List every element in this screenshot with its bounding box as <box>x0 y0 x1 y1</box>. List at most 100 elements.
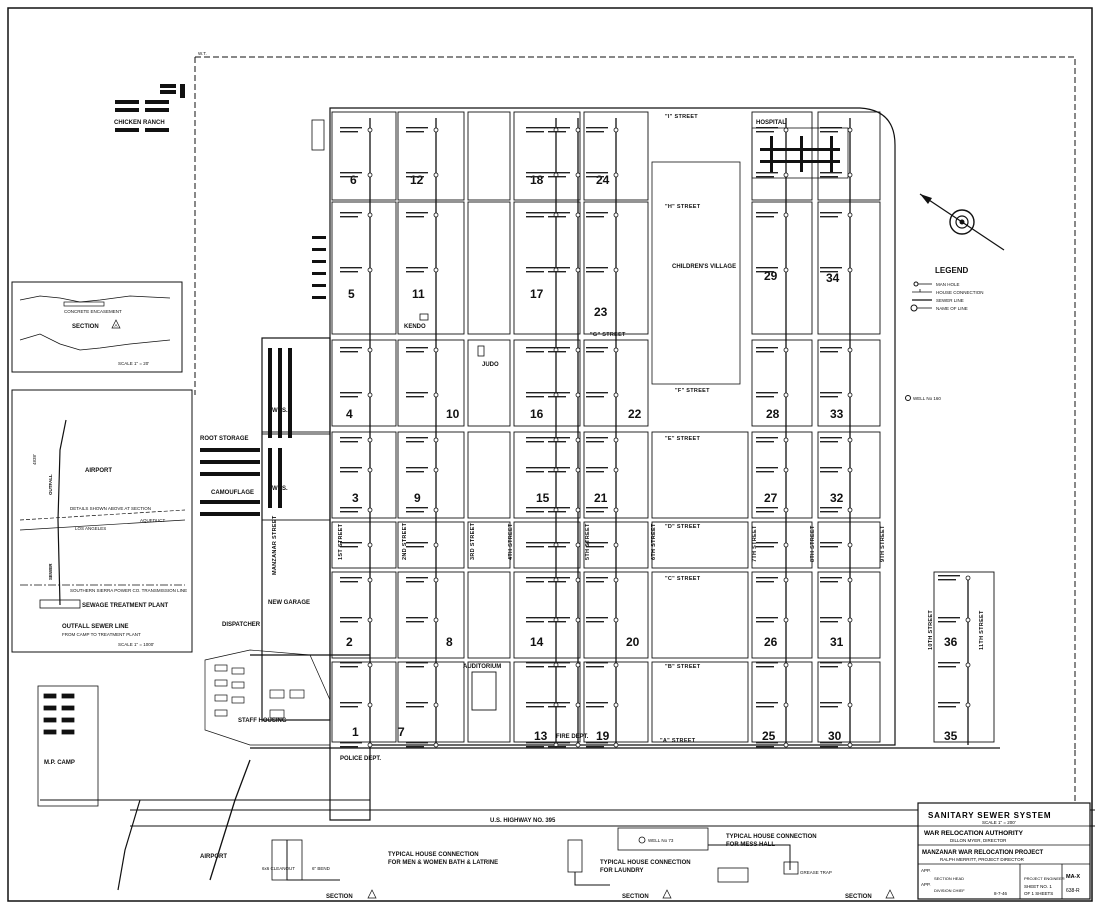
city-block <box>397 661 465 743</box>
station-annotation <box>406 441 424 443</box>
f-street-label: "F" STREET <box>675 388 710 394</box>
city-block <box>513 431 581 519</box>
station-annotation <box>548 216 566 218</box>
manhole-icon <box>783 702 789 708</box>
city-block <box>513 571 581 659</box>
station-annotation <box>406 437 428 439</box>
manhole-icon <box>783 507 789 513</box>
station-annotation <box>586 702 608 704</box>
station-annotation <box>586 127 608 129</box>
station-annotation <box>340 577 362 579</box>
station-annotation <box>406 621 424 623</box>
wt-marker: W.T. <box>198 51 207 56</box>
childrens-village-label: CHILDREN'S VILLAGE <box>672 264 736 270</box>
manhole-icon <box>433 467 439 473</box>
manhole-icon <box>433 577 439 583</box>
manhole-icon <box>575 467 581 473</box>
city-block <box>817 201 881 335</box>
station-annotation <box>406 542 428 544</box>
manhole-icon <box>613 507 619 513</box>
station-annotation <box>406 131 424 133</box>
manhole-icon <box>367 577 373 583</box>
title-project-director: RALPH MERRITT, PROJECT DIRECTOR <box>940 857 1025 862</box>
station-annotation <box>820 271 838 273</box>
property-boundary <box>194 56 1076 820</box>
station-annotation <box>548 172 570 174</box>
station-annotation <box>586 441 604 443</box>
block-number-31: 31 <box>830 635 844 649</box>
station-annotation <box>586 437 608 439</box>
station-annotation <box>340 542 362 544</box>
h-street-label: "H" STREET <box>665 204 701 210</box>
station-annotation <box>526 216 544 218</box>
station-annotation <box>340 396 358 398</box>
inset-caption-2: FROM CAMP TO TREATMENT PLANT <box>62 632 141 637</box>
block-number-27: 27 <box>764 491 778 505</box>
manhole-icon <box>847 212 853 218</box>
outfall-south <box>117 799 141 891</box>
block-number-26: 26 <box>764 635 778 649</box>
station-annotation <box>756 437 778 439</box>
block-number-14: 14 <box>530 635 544 649</box>
station-annotation <box>756 546 774 548</box>
station-annotation <box>586 471 604 473</box>
mess-grease-trap: GREASE TRAP <box>800 870 832 875</box>
manhole-icon <box>433 172 439 178</box>
station-annotation <box>820 131 838 133</box>
station-annotation <box>820 546 838 548</box>
block-number-10: 10 <box>446 407 460 421</box>
manhole-icon <box>575 392 581 398</box>
block-number-21: 21 <box>594 491 608 505</box>
dispatcher-label: DISPATCHER <box>222 622 261 628</box>
station-annotation <box>586 467 608 469</box>
manhole-icon <box>575 577 581 583</box>
station-annotation <box>820 706 838 708</box>
manhole-icon <box>367 212 373 218</box>
city-block <box>331 111 397 201</box>
station-annotation <box>756 467 778 469</box>
station-annotation <box>526 702 548 704</box>
block-number-15: 15 <box>536 491 550 505</box>
station-annotation <box>548 396 566 398</box>
city-block <box>331 521 397 569</box>
station-annotation <box>756 441 774 443</box>
station-annotation <box>340 581 358 583</box>
airport-label: AIRPORT <box>200 854 227 860</box>
hospital: HOSPITAL <box>751 120 849 179</box>
inset-section-scale: SCALE 1" = 20' <box>118 361 149 366</box>
city-block <box>817 111 881 201</box>
station-annotation <box>340 706 358 708</box>
manhole-icon <box>847 662 853 668</box>
camouflage-label: CAMOUFLAGE <box>211 490 254 496</box>
station-annotation <box>526 131 544 133</box>
second-street-label: 2ND STREET <box>402 522 408 560</box>
station-annotation <box>406 507 428 509</box>
city-block <box>513 339 581 427</box>
station-annotation <box>548 706 566 708</box>
block-number-4: 4 <box>346 407 353 421</box>
inset-sewer-label: SEWER <box>48 563 53 580</box>
city-block <box>467 521 511 569</box>
warehouse-label-2: WHS. <box>272 486 288 492</box>
station-annotation <box>526 546 544 548</box>
manhole-icon <box>783 172 789 178</box>
station-annotation <box>820 392 842 394</box>
title-app-1: APP. <box>921 868 931 873</box>
station-annotation <box>340 176 358 178</box>
city-block <box>651 431 749 519</box>
manhole-icon <box>783 437 789 443</box>
manhole-icon <box>433 617 439 623</box>
station-annotation <box>526 396 544 398</box>
title-drawing-no: MA-X <box>1066 874 1080 880</box>
inset-caption-1: OUTFALL SEWER LINE <box>62 624 129 630</box>
manhole-icon <box>965 662 971 668</box>
legend-item-house-connection: HOUSE CONNECTION <box>936 290 984 295</box>
block-number-28: 28 <box>766 407 780 421</box>
inset-outfall-label: OUTFALL <box>48 474 53 495</box>
inset-aqueduct-label: AQUEDUCT <box>140 518 166 523</box>
station-annotation <box>406 702 428 704</box>
block-number-12: 12 <box>410 173 424 187</box>
station-annotation <box>548 467 570 469</box>
city-block <box>467 339 511 427</box>
block-number-17: 17 <box>530 287 544 301</box>
